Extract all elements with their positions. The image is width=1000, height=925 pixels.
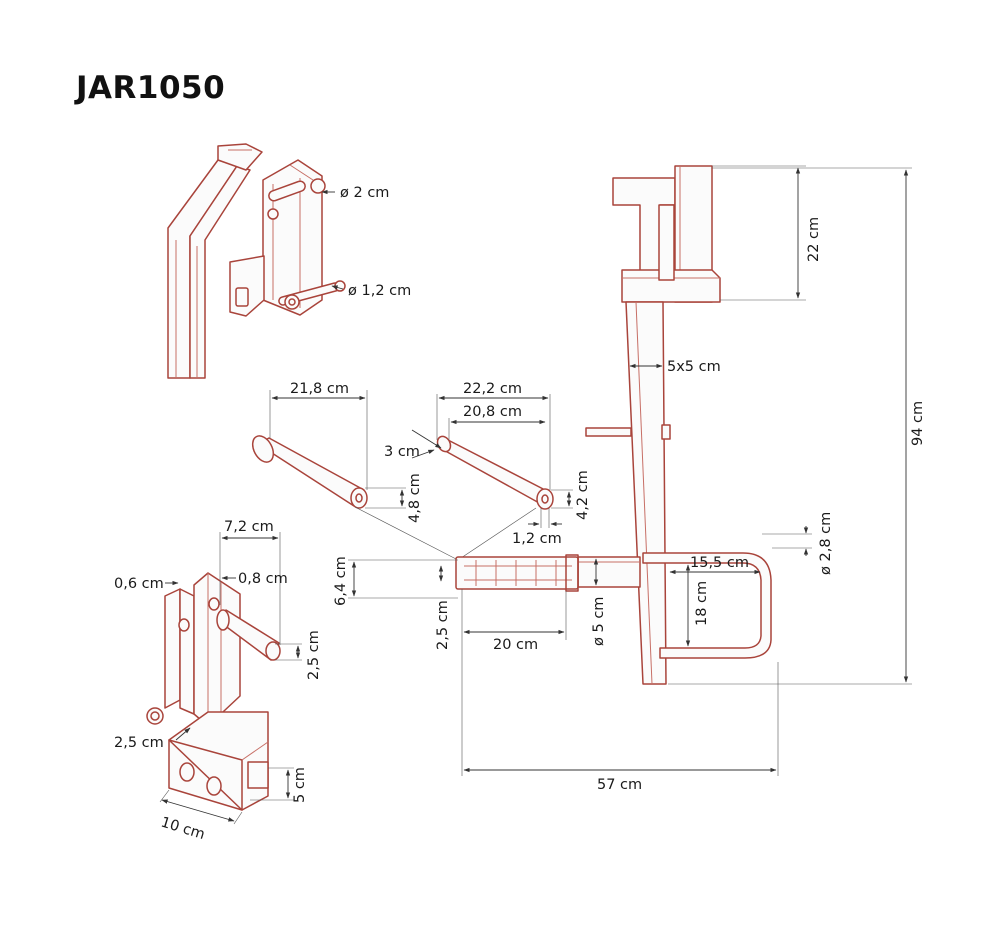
top-clamp-label: 22 cm xyxy=(806,217,822,262)
pin-top-diameter-label: ø 2 cm xyxy=(340,185,389,201)
bracket-gap-label: 0,8 cm xyxy=(238,571,288,587)
handle-tube-label: ø 2,8 cm xyxy=(818,512,834,575)
main-frame xyxy=(455,165,772,685)
hinge-callouts: ø 2 cm ø 1,2 cm xyxy=(321,185,411,299)
tube-diameter-label: ø 5 cm xyxy=(591,597,607,646)
loose-bars xyxy=(251,435,554,510)
grip-height-label: 6,4 cm xyxy=(333,556,349,606)
bracket-plate-label: 0,6 cm xyxy=(114,576,164,592)
total-width-label: 57 cm xyxy=(597,777,642,793)
pin-bottom-diameter-label: ø 1,2 cm xyxy=(348,283,411,299)
bar2-end-label: 1,2 cm xyxy=(512,531,562,547)
total-height-label: 94 cm xyxy=(910,401,926,446)
bar2-diameter-label: 4,2 cm xyxy=(575,470,591,520)
bracket-dimensions: 7,2 cm 0,6 cm 0,8 cm 2,5 cm 2,5 cm 5 cm … xyxy=(114,519,322,843)
grip-inner-label: 2,5 cm xyxy=(435,600,451,650)
handle-width-label: 15,5 cm xyxy=(690,555,749,571)
handle-height-label: 18 cm xyxy=(694,581,710,626)
bracket-pin-label: 2,5 cm xyxy=(306,630,322,680)
bracket-block-length-label: 10 cm xyxy=(159,815,207,844)
bracket-hole-label: 2,5 cm xyxy=(114,735,164,751)
bar-dimensions: 21,8 cm 22,2 cm 20,8 cm 3 cm 4,8 cm 4,2 … xyxy=(269,381,591,561)
bar2-head-label: 3 cm xyxy=(384,444,420,460)
frame-tube-label: 5x5 cm xyxy=(667,359,721,375)
product-code-title: JAR1050 xyxy=(76,70,226,106)
bracket-block-height-label: 5 cm xyxy=(292,767,308,803)
bar2-length-total-label: 22,2 cm xyxy=(463,381,522,397)
bracket-detail xyxy=(146,572,281,811)
bar1-diameter-label: 4,8 cm xyxy=(407,473,423,523)
frame-dimensions: 22 cm 94 cm 5x5 cm ø 2,8 cm 15,5 cm 18 c… xyxy=(333,165,926,793)
bracket-width-label: 7,2 cm xyxy=(224,519,274,535)
hinge-detail xyxy=(167,143,346,379)
bar2-length-inner-label: 20,8 cm xyxy=(463,404,522,420)
grip-length-label: 20 cm xyxy=(493,637,538,653)
bar1-length-label: 21,8 cm xyxy=(290,381,349,397)
